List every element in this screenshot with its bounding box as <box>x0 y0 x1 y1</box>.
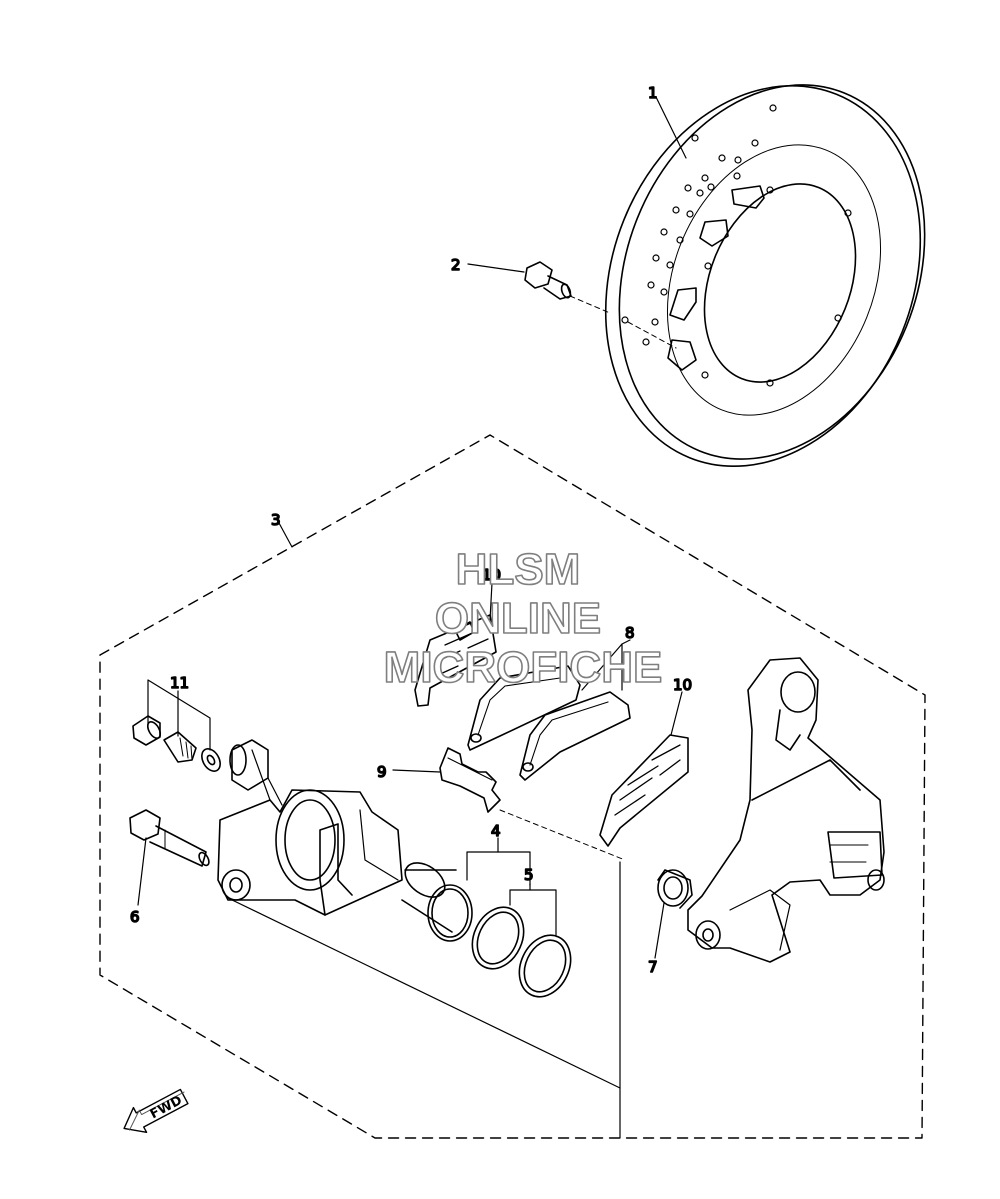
callout-10-right: 10 <box>673 676 692 694</box>
slide-pin-boot <box>657 869 693 909</box>
assembly-boundary <box>99 434 926 1139</box>
pad-shim-left <box>414 614 497 707</box>
leader-lines <box>137 96 687 1139</box>
callout-8: 8 <box>625 624 635 642</box>
slide-pin-bolt <box>129 809 210 867</box>
disc-bolt <box>524 261 677 349</box>
brake-pad-set <box>467 665 631 781</box>
pad-shim-right <box>599 734 689 847</box>
watermark-line3: MICROFICHE <box>384 643 663 692</box>
disc-window <box>667 339 697 371</box>
callout-3: 3 <box>271 511 281 529</box>
disc-window <box>699 219 729 247</box>
watermark-line2: ONLINE <box>435 594 601 643</box>
piston-seal-set <box>471 906 572 998</box>
callout-10-left: 10 <box>482 566 501 584</box>
bleed-screw-set <box>132 715 221 772</box>
callout-7: 7 <box>648 958 658 976</box>
caliper-piston <box>401 862 473 942</box>
callout-6: 6 <box>130 908 140 926</box>
caliper-body <box>217 739 621 1089</box>
callout-11: 11 <box>170 674 189 692</box>
callout-2: 2 <box>451 256 461 274</box>
watermark: HLSM ONLINE MICROFICHE <box>383 544 663 693</box>
callout-1: 1 <box>648 84 658 102</box>
fwd-arrow-icon: FWD <box>123 1088 189 1134</box>
pad-spring <box>439 747 501 813</box>
disc-holes <box>621 104 852 387</box>
callout-4: 4 <box>491 822 501 840</box>
callout-9: 9 <box>377 763 387 781</box>
disc-window <box>669 287 697 321</box>
callout-5: 5 <box>524 866 534 884</box>
caliper-bracket <box>499 657 885 963</box>
brake-disc <box>604 84 926 468</box>
disc-window <box>731 185 765 209</box>
watermark-line1: HLSM <box>456 545 581 594</box>
